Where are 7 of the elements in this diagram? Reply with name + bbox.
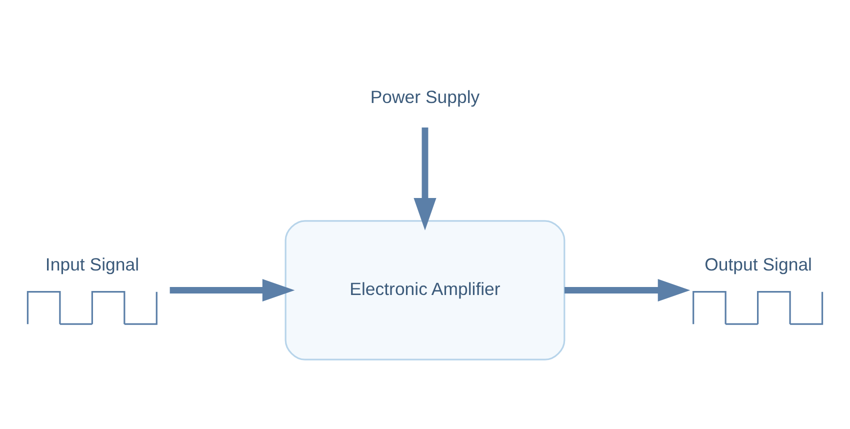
arrow — [414, 128, 436, 230]
arrow — [564, 278, 690, 302]
node-text: Output Signal — [704, 254, 812, 275]
node-text: Power Supply — [370, 86, 480, 107]
node-box: Electronic Amplifier — [284, 220, 566, 360]
node-text: Input Signal — [45, 254, 140, 275]
arrow — [170, 278, 295, 302]
